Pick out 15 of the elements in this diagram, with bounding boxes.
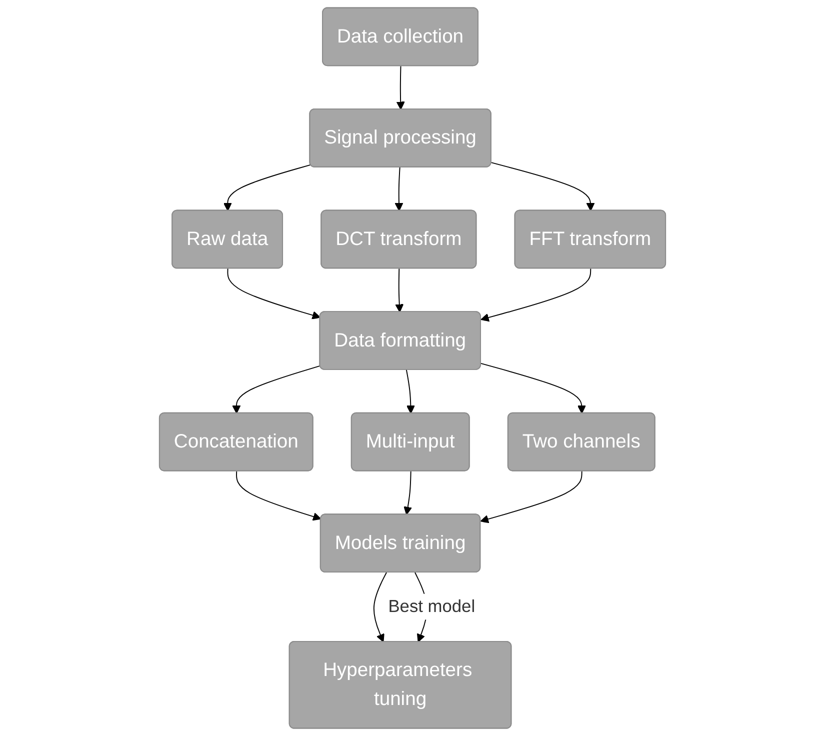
arrow <box>232 365 321 414</box>
arrow <box>406 369 415 414</box>
arrow <box>480 470 582 524</box>
arrow <box>480 362 586 414</box>
arrow <box>227 268 321 320</box>
arrow <box>490 162 595 212</box>
arrow <box>395 268 404 312</box>
arrow <box>394 166 404 212</box>
arrow <box>373 572 387 642</box>
edge-label: Best model <box>388 596 476 616</box>
arrow <box>236 470 322 521</box>
arrow <box>404 470 412 515</box>
arrow <box>480 268 592 322</box>
arrow <box>223 164 312 212</box>
arrow <box>396 66 405 110</box>
